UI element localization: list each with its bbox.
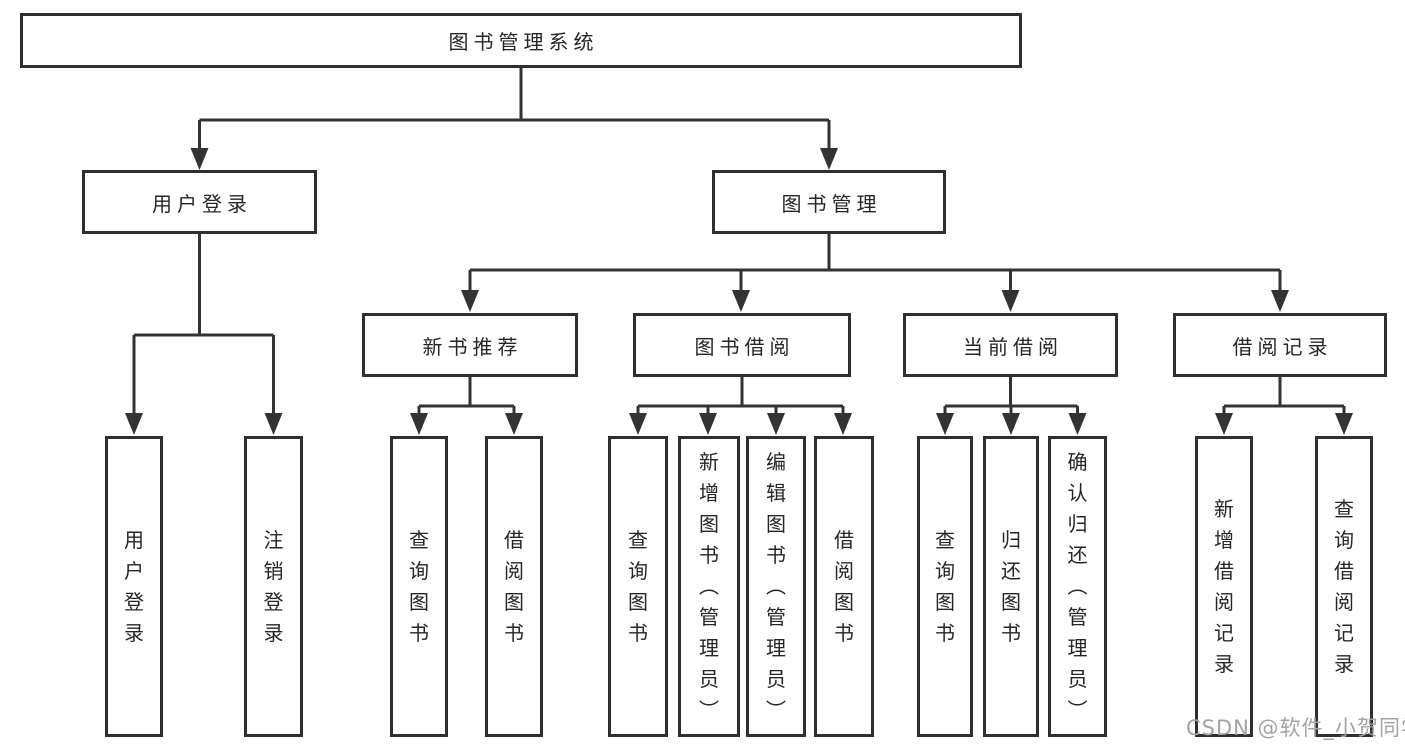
node-book-management: 图书管理 [712,170,946,234]
node-library-management-system: 图书管理系统 [20,13,1022,68]
node-add-borrow-record: 新增借阅记录 [1195,436,1253,737]
node-borrow-books-2: 借阅图书 [814,436,874,737]
node-logout: 注销登录 [244,436,303,737]
watermark: CSDN @软件_小贺同学 [1186,716,1405,740]
node-confirm-return-admin: 确认归还︵管理员︶ [1048,436,1107,737]
node-edit-books-admin: 编辑图书︵管理员︶ [746,436,806,737]
node-new-book-recommend: 新书推荐 [362,313,578,377]
node-query-books-1: 查询图书 [390,436,448,737]
node-book-borrowing: 图书借阅 [633,313,851,377]
node-user-login-leaf: 用户登录 [105,436,163,737]
node-query-books-3: 查询图书 [917,436,973,737]
node-query-borrow-record: 查询借阅记录 [1315,436,1373,737]
node-current-borrowing: 当前借阅 [903,313,1118,377]
node-add-books-admin: 新增图书︵管理员︶ [678,436,740,737]
node-user-login: 用户登录 [82,170,317,234]
node-borrow-books-1: 借阅图书 [485,436,543,737]
node-query-books-2: 查询图书 [608,436,668,737]
node-borrowing-records: 借阅记录 [1173,313,1387,377]
node-return-books: 归还图书 [983,436,1039,737]
